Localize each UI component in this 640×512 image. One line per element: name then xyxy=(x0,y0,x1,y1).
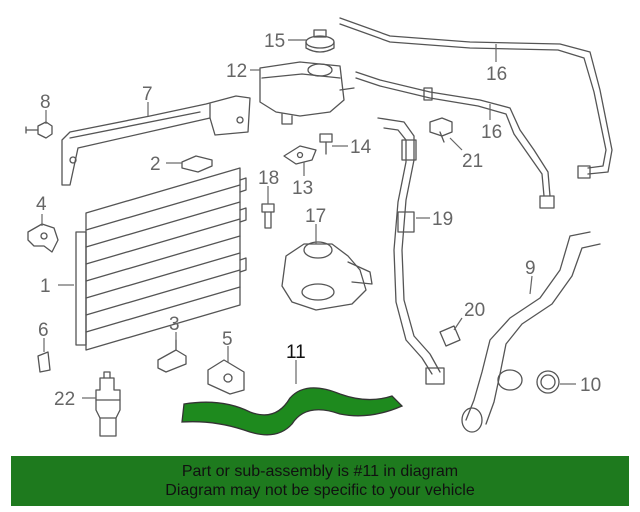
banner-line-2: Diagram may not be specific to your vehi… xyxy=(165,482,475,499)
part-7-radiator-support xyxy=(61,95,251,186)
leader-20 xyxy=(453,317,463,331)
callout-6: 6 xyxy=(38,320,49,341)
callout-4: 4 xyxy=(36,194,47,215)
part-16-hose-lower xyxy=(355,71,555,209)
leader-21 xyxy=(449,137,463,151)
part-19-hose xyxy=(377,117,445,385)
part-3-bracket xyxy=(157,339,187,373)
part-14-bolt xyxy=(319,133,333,155)
callout-2: 2 xyxy=(150,154,161,175)
callout-20: 20 xyxy=(464,300,485,321)
part-1-radiator xyxy=(75,167,247,351)
callout-15: 15 xyxy=(264,31,285,52)
cooling-system-diagram: 1 2 3 4 5 6 7 8 9 10 11 12 13 14 15 16 1… xyxy=(25,17,613,437)
info-banner: Part or sub-assembly is #11 in diagram D… xyxy=(11,456,629,506)
part-6-plug xyxy=(37,351,51,373)
part-10-clamp xyxy=(536,370,560,394)
callout-9: 9 xyxy=(525,258,536,279)
part-22-sensor xyxy=(95,371,121,437)
part-21-bolt xyxy=(429,117,453,143)
part-18-bleeder xyxy=(261,203,275,229)
callout-3: 3 xyxy=(169,314,180,335)
callout-16a: 16 xyxy=(486,64,507,85)
part-11-radiator-hose[interactable] xyxy=(181,387,404,436)
callout-5: 5 xyxy=(222,329,233,350)
part-20-clip xyxy=(439,325,461,347)
callout-18: 18 xyxy=(258,168,279,189)
callout-21: 21 xyxy=(462,151,483,172)
part-4-mount-bracket xyxy=(27,223,59,253)
banner-line-1: Part or sub-assembly is #11 in diagram xyxy=(181,463,459,480)
callout-22: 22 xyxy=(54,389,75,410)
callout-8: 8 xyxy=(40,92,51,113)
callout-7: 7 xyxy=(142,84,153,105)
callout-19: 19 xyxy=(432,209,453,230)
callout-14: 14 xyxy=(350,137,372,158)
part-13-bracket xyxy=(283,145,317,165)
part-9-hose xyxy=(461,231,601,433)
callout-16b: 16 xyxy=(481,122,502,143)
part-16-hose-upper xyxy=(339,17,613,179)
part-12-reservoir xyxy=(259,61,355,125)
part-17-thermostat xyxy=(281,241,373,311)
part-5-bracket xyxy=(207,359,245,395)
part-2-clip xyxy=(181,155,213,173)
part-15-pressure-cap xyxy=(305,29,335,53)
callout-12: 12 xyxy=(226,61,247,82)
leader-9 xyxy=(529,275,533,295)
callout-17: 17 xyxy=(305,206,326,227)
callout-1: 1 xyxy=(40,276,51,297)
part-8-bolt xyxy=(25,121,53,139)
callout-11: 11 xyxy=(286,342,306,363)
callout-13: 13 xyxy=(292,178,313,199)
callout-10: 10 xyxy=(580,375,601,396)
